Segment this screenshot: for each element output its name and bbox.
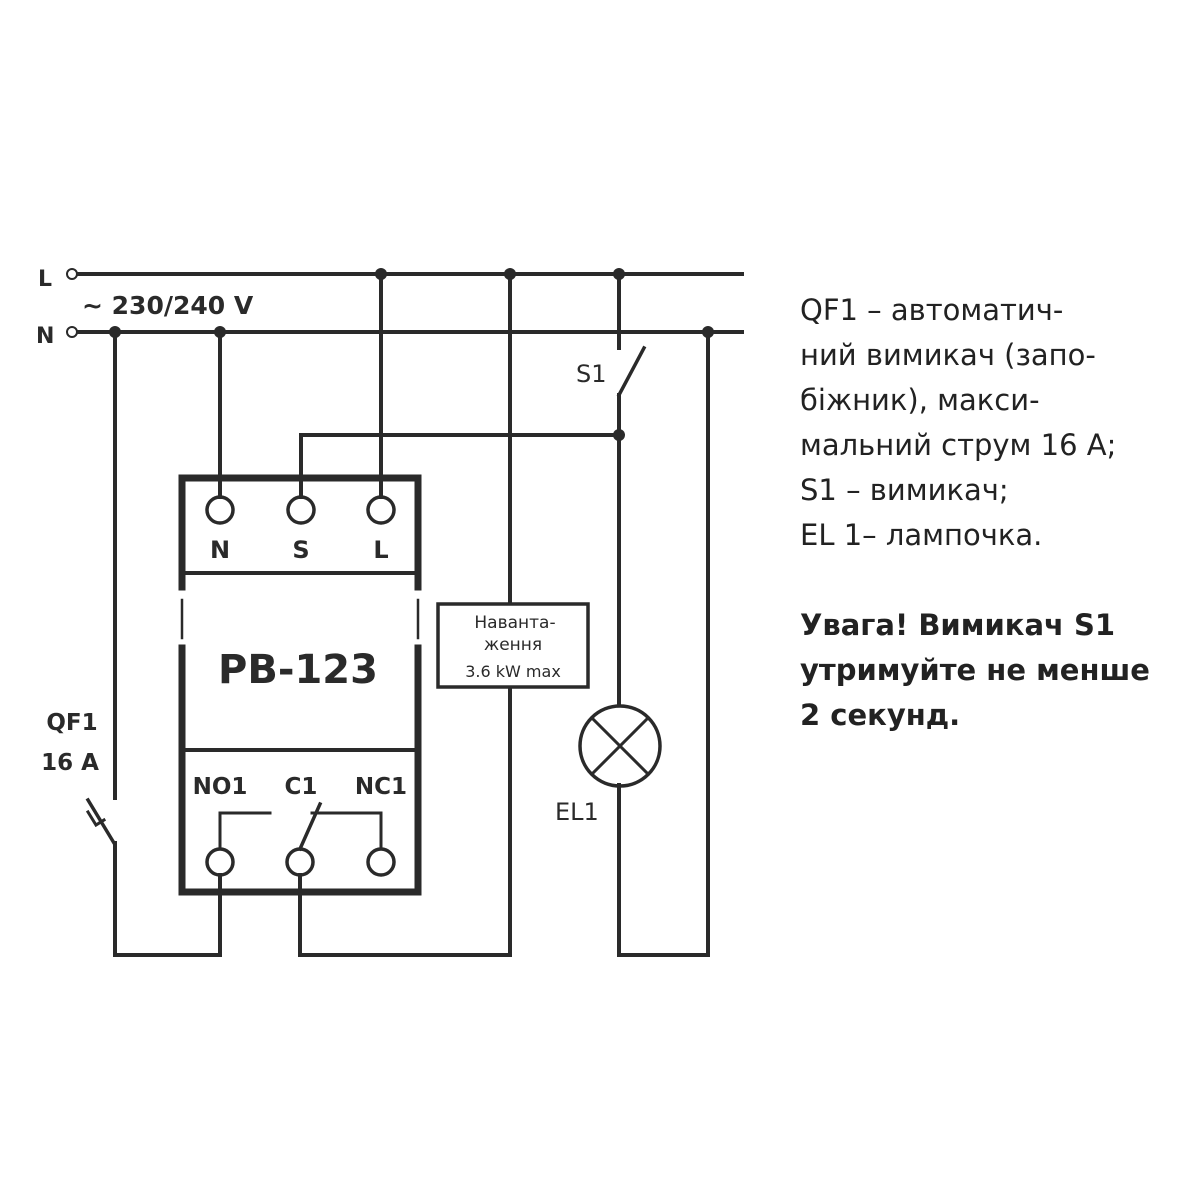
terminal-s: [286, 495, 316, 525]
terminal-label-no1: NO1: [193, 774, 248, 800]
load-text-3: 3.6 kW max: [465, 662, 561, 681]
legend-line: EL 1– лампочка.: [800, 518, 1043, 552]
supply-terminal-l: [66, 268, 78, 280]
legend: QF1 – автоматич- ний вимикач (запо- біжн…: [800, 288, 1116, 558]
wire-n-lamp-return: [617, 330, 710, 957]
warning-line: Увага! Вимикач S1: [800, 608, 1116, 642]
legend-line: біжник), макси-: [800, 383, 1040, 417]
warning-note: Увага! Вимикач S1 утримуйте не менше 2 с…: [800, 603, 1150, 738]
device-box-bottom: [178, 644, 422, 896]
breaker-rating: 16 A: [41, 750, 99, 776]
warning-line: 2 секунд.: [800, 698, 961, 732]
voltage-label: ~ 230/240 V: [82, 291, 254, 320]
supply-l-label: L: [38, 267, 52, 292]
device-model: PB-123: [218, 647, 378, 693]
lamp-name: EL1: [555, 798, 599, 826]
terminal-c1: [285, 847, 315, 877]
terminal-n: [205, 495, 235, 525]
terminal-label-nc1: NC1: [355, 774, 407, 800]
wire-load-c1: [298, 686, 512, 957]
device-box-top: [178, 474, 422, 591]
terminal-nc1: [366, 847, 396, 877]
supply-terminal-n: [66, 326, 78, 338]
contact-c1: [297, 801, 323, 852]
breaker-name: QF1: [46, 710, 97, 736]
junction-dot: [702, 326, 714, 338]
terminal-label-s: S: [292, 536, 309, 564]
terminal-l: [366, 495, 396, 525]
junction-dot: [613, 268, 625, 280]
legend-line: ний вимикач (запо-: [800, 338, 1096, 372]
load-text-2: ження: [484, 635, 542, 655]
junction-dot: [504, 268, 516, 280]
junction-dot: [214, 326, 226, 338]
terminal-label-n: N: [210, 536, 230, 564]
terminal-label-l: L: [373, 536, 388, 564]
legend-line: мальний струм 16 А;: [800, 428, 1117, 462]
junction-dot: [613, 429, 625, 441]
legend-line: S1 – вимикач;: [800, 473, 1009, 507]
warning-line: утримуйте не менше: [800, 653, 1150, 687]
terminal-no1: [205, 847, 235, 877]
switch-s1-contact: [616, 345, 647, 398]
wire-s-terminal: [299, 433, 621, 499]
breaker-qf1-mark: [85, 809, 107, 828]
junction-dot: [109, 326, 121, 338]
contact-no1: [218, 811, 272, 851]
supply-n-label: N: [36, 324, 54, 349]
lamp-cross-2: [589, 715, 651, 777]
load-text-1: Наванта-: [474, 613, 555, 633]
terminal-label-c1: C1: [285, 774, 318, 800]
lamp-icon: [578, 704, 662, 788]
wire-qf1-no1: [113, 841, 222, 957]
load-box: [436, 602, 590, 689]
legend-line: QF1 – автоматич-: [800, 293, 1064, 327]
junction-dot: [375, 268, 387, 280]
contact-nc1: [310, 811, 383, 851]
switch-name: S1: [576, 360, 607, 388]
